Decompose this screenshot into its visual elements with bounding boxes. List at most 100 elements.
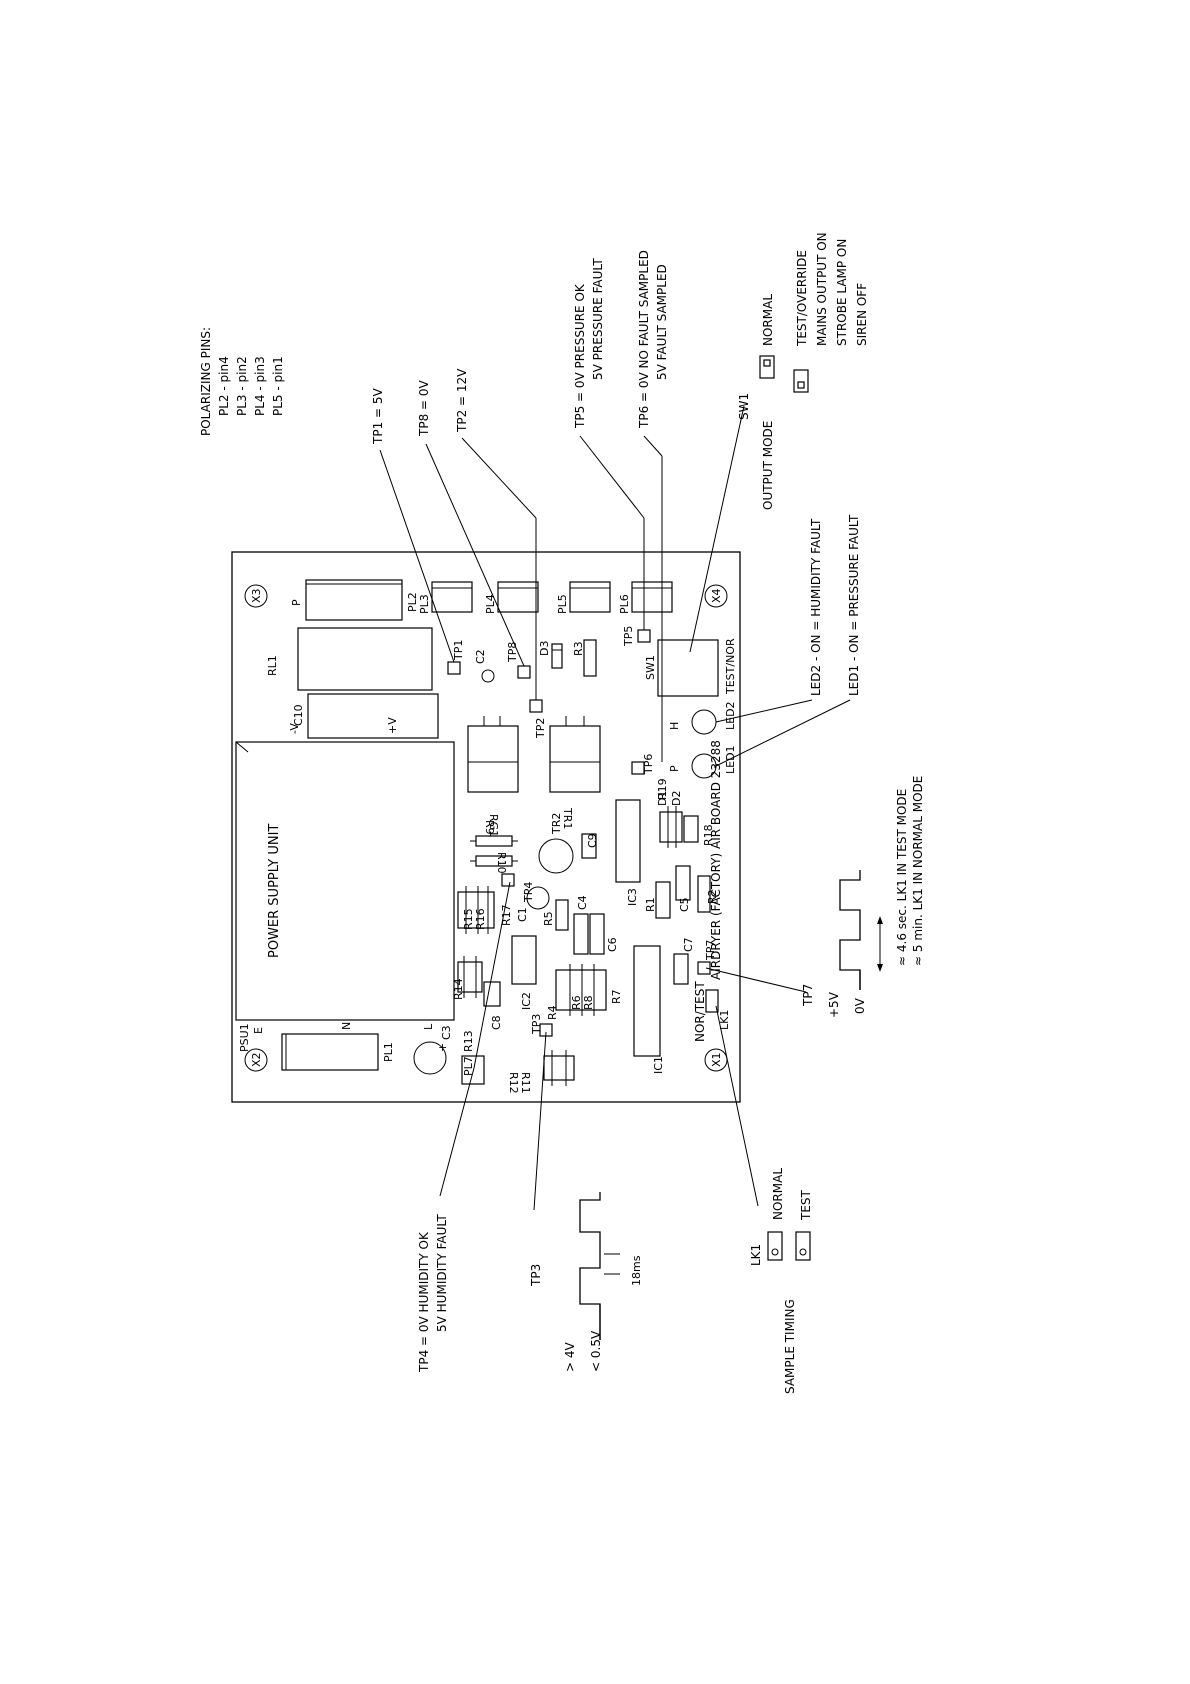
svg-text:18ms: 18ms — [630, 1255, 643, 1286]
svg-text:C7: C7 — [682, 937, 695, 952]
svg-text:NORMAL: NORMAL — [771, 1168, 785, 1220]
svg-text:MAINS OUTPUT ON: MAINS OUTPUT ON — [815, 232, 829, 346]
transistor-tr2: TR2 — [538, 813, 574, 874]
capacitor-c6: C6 — [589, 913, 619, 955]
svg-text:C6: C6 — [606, 937, 619, 952]
ic-ic3: IC3 — [615, 799, 641, 906]
svg-text:PL5 - pin1: PL5 - pin1 — [271, 356, 285, 416]
label-r4: R4 — [546, 1005, 559, 1020]
connector-pl1: PL1 — [281, 1033, 395, 1071]
resistor-r5: R5 — [542, 899, 569, 931]
svg-text:D1: D1 — [656, 791, 669, 806]
capacitor-c7: C7 — [673, 937, 695, 985]
svg-text:+V: +V — [386, 717, 399, 734]
svg-text:PL6: PL6 — [618, 594, 631, 614]
svg-text:TEST: TEST — [799, 1189, 813, 1221]
svg-text:NORMAL: NORMAL — [761, 294, 775, 346]
led2: LED2 H — [668, 701, 737, 735]
svg-text:R11: R11 — [519, 1072, 532, 1094]
svg-text:PL7: PL7 — [462, 1056, 475, 1076]
tp4-note-line1: TP4 = 0V HUMIDITY OK — [417, 1231, 431, 1373]
resistors-r11-r12: R11 R12 — [507, 1050, 575, 1094]
test-point-tp1: TP1 — [447, 640, 465, 675]
svg-text:TP7: TP7 — [801, 984, 815, 1007]
link-lk1-board: LK1 — [705, 989, 731, 1030]
resistor-r14: R14 — [452, 956, 483, 1000]
led2-note: LED2 - ON = HUMIDITY FAULT — [809, 518, 823, 696]
svg-text:≈ 4.6 sec. LK1 IN TEST MODE: ≈ 4.6 sec. LK1 IN TEST MODE — [895, 789, 909, 966]
tp4-note-line2: 5V HUMIDITY FAULT — [435, 1214, 449, 1332]
svg-text:D3: D3 — [538, 641, 551, 656]
svg-text:C4: C4 — [576, 895, 589, 910]
lk1-setting-note: LK1 NORMAL TEST SAMPLE TIMING — [749, 1168, 813, 1394]
svg-text:TR2: TR2 — [550, 813, 563, 835]
mounting-hole-x4: X4 — [704, 584, 728, 608]
connector-pl3: PL3 — [418, 581, 473, 614]
svg-text:X1: X1 — [710, 1052, 723, 1067]
board-title: AIRDRYER (FACTORY) AIR BOARD 23288 — [709, 740, 723, 980]
svg-text:PL2: PL2 — [406, 592, 419, 612]
capacitor-c10: C10 -V +V — [288, 693, 439, 739]
svg-text:R7: R7 — [610, 989, 623, 1004]
tp3-sample-waveform: 18ms > 4V < 0.5V — [563, 1192, 643, 1372]
svg-text:PL4: PL4 — [484, 594, 497, 614]
tp1-note: TP1 = 5V — [371, 387, 385, 445]
tp6-note-line2: 5V FAULT SAMPLED — [655, 264, 669, 380]
svg-text:IC2: IC2 — [520, 992, 533, 1010]
svg-text:R10: R10 — [495, 852, 508, 874]
svg-text:POLARIZING PINS:: POLARIZING PINS: — [199, 327, 213, 436]
capacitor-c4: C4 — [573, 895, 589, 955]
resistor-r3: R3 — [572, 639, 597, 677]
svg-text:R15: R15 — [462, 908, 475, 930]
svg-text:R2: R2 — [706, 889, 719, 904]
svg-text:TP2: TP2 — [534, 718, 547, 739]
connector-pl5: PL5 — [556, 581, 611, 614]
svg-text:TP7: TP7 — [704, 940, 717, 961]
svg-text:LED1: LED1 — [724, 745, 737, 774]
resistor-r19: R19 — [656, 778, 669, 800]
svg-text:LK1: LK1 — [749, 1244, 763, 1266]
resistor-r9: R9 — [470, 820, 518, 847]
test-point-tp5: TP5 — [622, 626, 651, 647]
svg-text:C3: C3 — [440, 1025, 453, 1040]
svg-text:H: H — [668, 722, 681, 730]
svg-text:D2: D2 — [670, 791, 683, 806]
resistors-r6-r8-r7: R6 R8 R7 — [555, 964, 623, 1016]
svg-text:POWER SUPPLY UNIT: POWER SUPPLY UNIT — [267, 824, 282, 958]
connector-pl6: PL6 — [618, 581, 673, 614]
label-nor-test-board: NOR/TEST — [693, 981, 707, 1042]
mounting-hole-x1: X1 — [704, 1048, 728, 1072]
sw1-test-symbol — [793, 369, 809, 393]
label-r17: R17 — [500, 904, 513, 926]
svg-text:OUTPUT MODE: OUTPUT MODE — [761, 421, 775, 510]
svg-text:R19: R19 — [656, 778, 669, 800]
test-point-tp2: TP2 — [529, 699, 547, 739]
svg-text:L: L — [422, 1023, 435, 1030]
capacitor-c9: C9 — [581, 833, 599, 859]
leader-lines — [379, 405, 851, 1211]
test-point-tp3-board: TP3 — [530, 1014, 553, 1037]
polarizing-pins-note: POLARIZING PINS: PL2 - pin4 PL3 - pin2 P… — [199, 327, 285, 436]
tp7-timing-waveform: TP7 +5V 0V ≈ 4.6 sec. LK1 IN TEST MODE ≈… — [801, 776, 925, 1018]
connector-pl2: PL2 P — [290, 579, 419, 621]
svg-text:SIREN OFF: SIREN OFF — [855, 283, 869, 346]
power-supply-unit: POWER SUPPLY UNIT PSU1 E N L — [235, 741, 455, 1052]
mounting-hole-x3: X3 — [244, 584, 268, 608]
switch-sw1: SW1 TEST/NOR — [644, 638, 737, 697]
tp8-note: TP8 = 0V — [417, 379, 431, 437]
svg-text:X3: X3 — [250, 588, 263, 603]
svg-text:PL3: PL3 — [418, 594, 431, 614]
svg-text:R16: R16 — [474, 908, 487, 930]
svg-text:PL4 - pin3: PL4 - pin3 — [253, 356, 267, 416]
svg-text:R14: R14 — [452, 978, 465, 1000]
ic-ic2: IC2 — [511, 935, 537, 1010]
svg-text:LED2: LED2 — [724, 701, 737, 730]
svg-text:TP8: TP8 — [506, 642, 519, 663]
test-point-tp8: TP8 — [506, 642, 531, 679]
svg-text:P: P — [290, 599, 303, 606]
svg-text:TP3: TP3 — [530, 1014, 543, 1035]
svg-text:R18: R18 — [702, 824, 715, 846]
tp6-note-line1: TP6 = 0V NO FAULT SAMPLED — [637, 250, 651, 429]
test-point-tp7-board: TP7 — [697, 940, 717, 975]
